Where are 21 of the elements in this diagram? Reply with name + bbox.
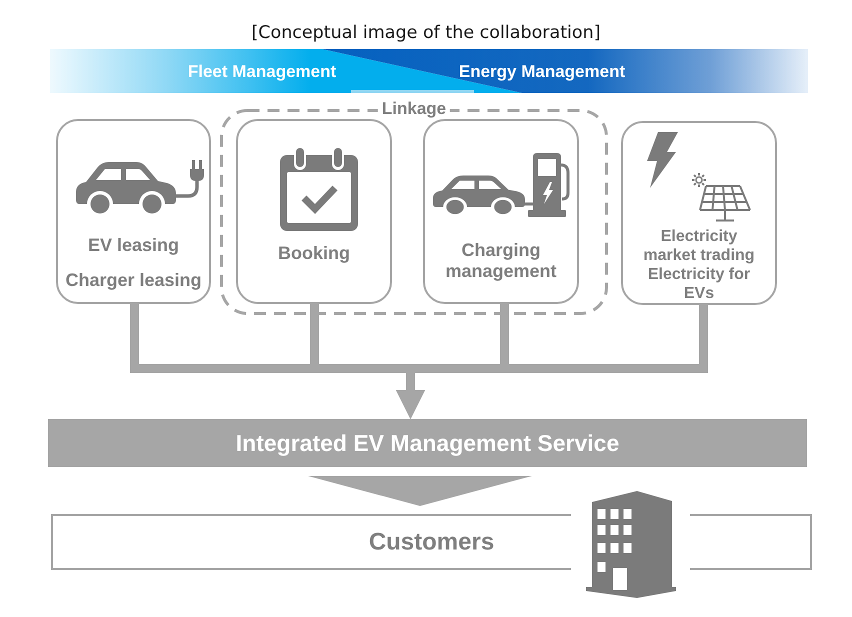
card-label: Booking — [278, 242, 350, 264]
card-label: EV leasing — [88, 234, 180, 256]
card-label: Charging management — [444, 240, 558, 282]
connector-arrow — [396, 305, 708, 419]
band-label: Energy Management — [458, 62, 626, 82]
customers-box — [51, 514, 812, 570]
band-label: Fleet Management — [188, 62, 336, 82]
chevron-arrow — [308, 476, 532, 506]
title: [Conceptual image of the collaboration] — [251, 23, 601, 43]
service-card — [621, 121, 777, 305]
box-label: Customers — [368, 528, 494, 556]
bar-label: Integrated EV Management Service — [236, 429, 620, 457]
service-card — [56, 119, 211, 304]
service-card — [236, 119, 392, 304]
card-label: Electricity market trading — [642, 226, 756, 264]
card-label: Electricity for EVs — [646, 264, 752, 302]
gradient-band — [50, 49, 808, 93]
service-card — [423, 119, 579, 304]
service-bar — [48, 419, 807, 467]
group-label: Linkage — [378, 99, 450, 119]
card-label: Charger leasing — [65, 269, 202, 291]
